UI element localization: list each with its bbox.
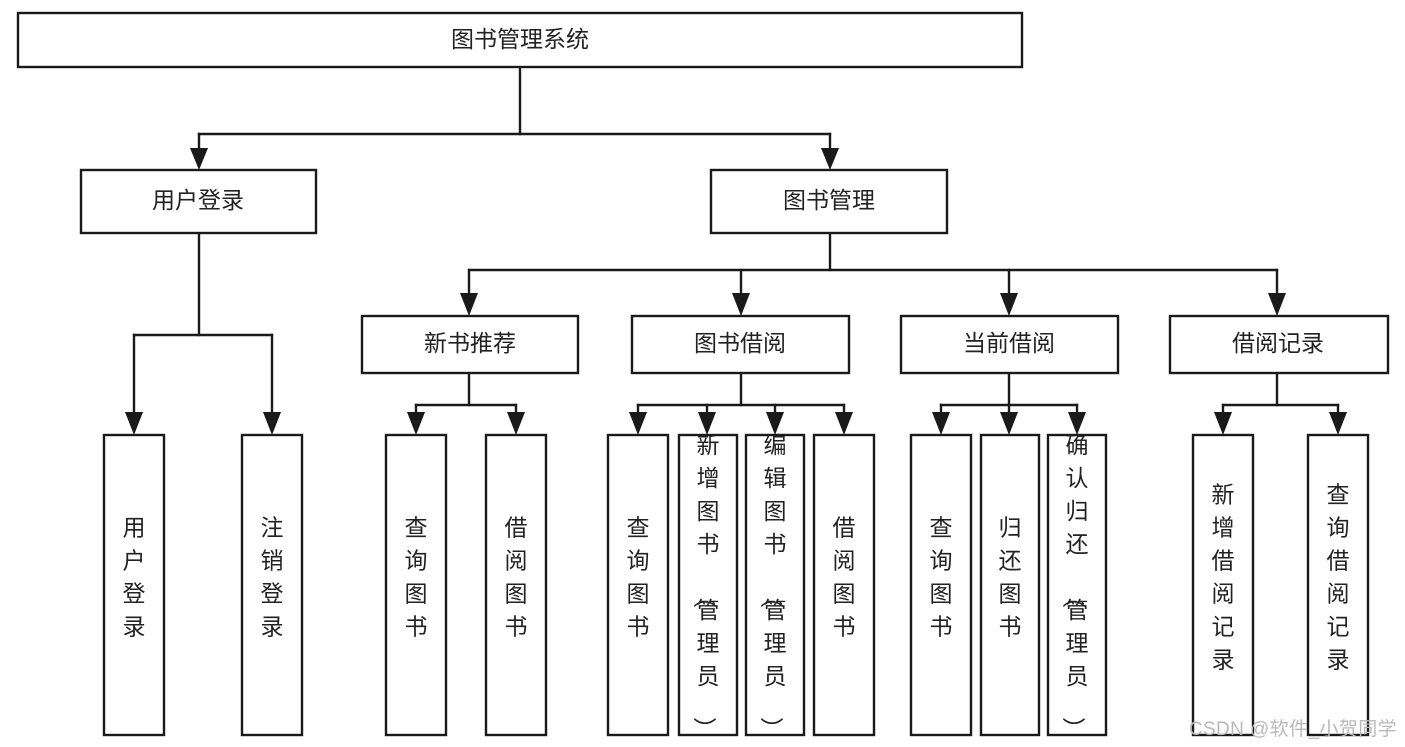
arrow-head-bookmgmt	[821, 148, 839, 170]
node-box-leaf-8[interactable]	[812, 433, 876, 737]
node-label-new-book: 新书推荐	[424, 330, 516, 356]
node-leaf-10[interactable]: 归还图书	[979, 433, 1041, 737]
arrow-head-leaf-5	[629, 412, 647, 435]
node-box-leaf-1[interactable]	[102, 433, 166, 737]
node-leaf-5[interactable]: 查询图书	[606, 433, 670, 737]
arrow-head-leaf-8	[835, 412, 853, 435]
node-leaf-9[interactable]: 查询图书	[909, 433, 973, 737]
node-leaf-1[interactable]: 用户登录	[102, 433, 166, 737]
arrow-head-leaf-10	[1000, 412, 1018, 435]
node-box-leaf-9[interactable]	[909, 433, 973, 737]
node-label-leaf-3: 查询图书	[405, 515, 428, 640]
node-label-leaf-6: 新增图书（管理员）	[692, 432, 720, 740]
arrow-head-leaf-12	[1214, 412, 1232, 435]
node-borrow-record[interactable]: 借阅记录	[1168, 314, 1390, 375]
node-label-leaf-2: 注销登录	[261, 515, 284, 640]
arrow-head-leaf-6	[698, 412, 716, 435]
node-box-leaf-11[interactable]	[1046, 433, 1108, 737]
node-login[interactable]: 用户登录	[79, 168, 318, 235]
arrow-head-leaf-1	[125, 412, 143, 435]
node-leaf-13[interactable]: 查询借阅记录	[1306, 433, 1370, 737]
node-new-book[interactable]: 新书推荐	[360, 314, 580, 375]
node-leaf-8[interactable]: 借阅图书	[812, 433, 876, 737]
arrow-head-borrow-record	[1268, 293, 1286, 316]
node-label-leaf-8: 借阅图书	[833, 515, 856, 640]
node-leaf-12[interactable]: 新增借阅记录	[1191, 433, 1255, 737]
node-box-borrow-record[interactable]	[1168, 314, 1390, 375]
node-box-leaf-3[interactable]	[384, 433, 448, 737]
node-leaf-3[interactable]: 查询图书	[384, 433, 448, 737]
arrow-head-current-borrow	[1000, 293, 1018, 316]
node-box-borrow[interactable]	[630, 314, 851, 375]
node-label-leaf-9: 查询图书	[930, 515, 953, 640]
node-label-leaf-1: 用户登录	[123, 515, 146, 640]
arrow-head-leaf-2	[263, 412, 281, 435]
arrow-head-leaf-13	[1329, 412, 1347, 435]
arrow-head-leaf-4	[507, 412, 525, 435]
node-box-current-borrow[interactable]	[899, 314, 1120, 375]
node-box-login[interactable]	[79, 168, 318, 235]
arrow-head-leaf-3	[407, 412, 425, 435]
node-borrow[interactable]: 图书借阅	[630, 314, 851, 375]
node-box-new-book[interactable]	[360, 314, 580, 375]
node-label-borrow-record: 借阅记录	[1232, 330, 1324, 356]
arrow-head-leaf-9	[932, 412, 950, 435]
node-label-leaf-12: 新增借阅记录	[1212, 482, 1235, 673]
node-leaf-2[interactable]: 注销登录	[240, 433, 304, 737]
node-label-login: 用户登录	[152, 187, 244, 213]
arrow-head-leaf-7	[766, 412, 784, 435]
node-label-current-borrow: 当前借阅	[963, 330, 1055, 356]
node-label-borrow: 图书借阅	[694, 330, 786, 356]
connector-layer	[125, 65, 1347, 435]
node-book-mgmt[interactable]: 图书管理	[709, 168, 949, 235]
arrow-head-leaf-11	[1068, 412, 1086, 435]
node-box-leaf-5[interactable]	[606, 433, 670, 737]
node-leaf-4[interactable]: 借阅图书	[484, 433, 548, 737]
node-leaf-7[interactable]: 编辑图书（管理员）	[744, 432, 806, 740]
csdn-watermark: CSDN @软件_小贺同学	[1188, 719, 1397, 740]
arrow-head-login	[190, 148, 208, 170]
node-box-leaf-2[interactable]	[240, 433, 304, 737]
arrow-head-new-book	[460, 293, 478, 316]
node-box-leaf-6[interactable]	[677, 433, 739, 737]
node-box-leaf-12[interactable]	[1191, 433, 1255, 737]
node-box-leaf-7[interactable]	[744, 433, 806, 737]
arrow-head-borrow	[732, 293, 750, 316]
node-label-leaf-13: 查询借阅记录	[1327, 482, 1350, 673]
node-leaf-6[interactable]: 新增图书（管理员）	[677, 432, 739, 740]
node-box-book-mgmt[interactable]	[709, 168, 949, 235]
node-label-leaf-4: 借阅图书	[505, 515, 528, 640]
node-box-leaf-4[interactable]	[484, 433, 548, 737]
node-label-leaf-10: 归还图书	[999, 515, 1022, 640]
node-label-leaf-5: 查询图书	[627, 515, 650, 640]
node-box-root[interactable]	[16, 11, 1024, 69]
node-current-borrow[interactable]: 当前借阅	[899, 314, 1120, 375]
node-box-leaf-13[interactable]	[1306, 433, 1370, 737]
node-leaf-11[interactable]: 确认归还（管理员）	[1046, 432, 1108, 740]
node-label-leaf-11: 确认归还（管理员）	[1061, 432, 1089, 740]
node-label-leaf-7: 编辑图书（管理员）	[759, 432, 787, 740]
node-root[interactable]: 图书管理系统	[16, 11, 1024, 69]
node-label-book-mgmt: 图书管理	[783, 187, 875, 213]
node-label-root: 图书管理系统	[451, 26, 589, 52]
node-box-leaf-10[interactable]	[979, 433, 1041, 737]
